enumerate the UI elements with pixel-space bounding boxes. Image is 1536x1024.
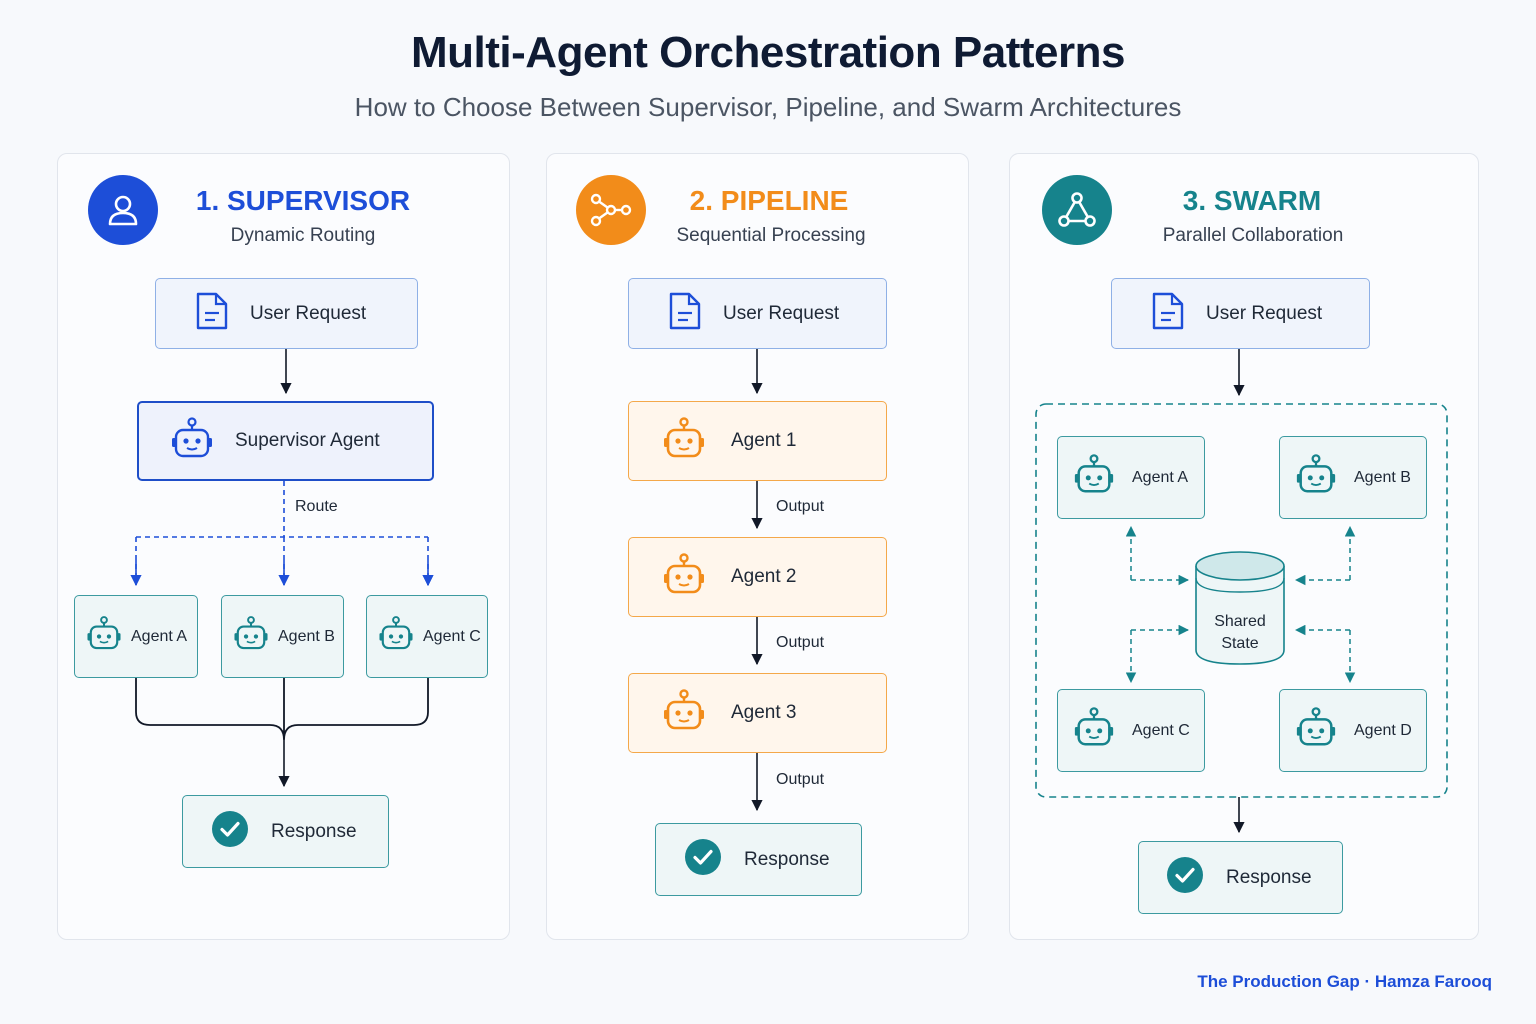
pipeline-title: 2. PIPELINE	[689, 185, 849, 216]
output-label: Output	[776, 498, 825, 515]
robot-icon	[1072, 453, 1116, 502]
agent-label: Agent C	[423, 627, 481, 645]
document-icon	[1150, 291, 1186, 336]
robot-icon	[169, 416, 215, 467]
shared-state-line-2: State	[1221, 635, 1259, 652]
supervisor-agent-label: Supervisor Agent	[235, 430, 380, 451]
pipeline-user-request-node: User Request	[628, 278, 887, 349]
pipeline-response-node: Response	[655, 823, 862, 896]
agent-label: Agent 2	[731, 566, 797, 587]
agent-label: Agent 3	[731, 702, 797, 723]
swarm-user-request-node: User Request	[1111, 278, 1370, 349]
user-icon	[88, 175, 158, 245]
response-label: Response	[1226, 866, 1312, 888]
pipeline-subtitle: Sequential Processing	[676, 225, 866, 246]
pipeline-agent-1-node: Agent 1	[628, 401, 887, 481]
supervisor-user-request-node: User Request	[155, 278, 418, 349]
agent-label: Agent A	[1132, 468, 1189, 486]
agent-label: Agent B	[1354, 468, 1411, 486]
swarm-agent-c-node: Agent C	[1057, 689, 1205, 772]
swarm-subtitle: Parallel Collaboration	[1162, 225, 1344, 246]
pipeline-agent-3-node: Agent 3	[628, 673, 887, 753]
robot-icon	[1294, 453, 1338, 502]
route-label: Route	[295, 498, 338, 515]
supervisor-agent-node: Supervisor Agent	[137, 401, 434, 481]
page-title: Multi-Agent Orchestration Patterns	[411, 28, 1125, 77]
supervisor-title: 1. SUPERVISOR	[195, 185, 411, 216]
robot-icon	[85, 614, 123, 659]
agent-label: Agent 1	[731, 430, 797, 451]
agent-label: Agent D	[1354, 721, 1412, 739]
agent-label: Agent C	[1132, 721, 1190, 739]
footer-credit: The Production Gap · Hamza Farooq	[1197, 972, 1492, 991]
swarm-agent-a-node: Agent A	[1057, 436, 1205, 519]
user-request-label: User Request	[723, 302, 840, 324]
check-circle-icon	[211, 810, 249, 853]
supervisor-agent-b-node: Agent B	[221, 595, 344, 678]
swarm-title: 3. SWARM	[1182, 185, 1322, 216]
supervisor-response-node: Response	[182, 795, 389, 868]
robot-icon	[661, 416, 707, 467]
robot-icon	[232, 614, 270, 659]
output-label: Output	[776, 634, 825, 651]
pipeline-agent-2-node: Agent 2	[628, 537, 887, 617]
route-dashed-lines	[135, 481, 428, 585]
robot-icon	[377, 614, 415, 659]
shared-state-label: Shared State	[1196, 611, 1284, 655]
agent-label: Agent B	[278, 627, 335, 645]
swarm-boundary	[1035, 403, 1448, 798]
page-subtitle: How to Choose Between Supervisor, Pipeli…	[354, 92, 1182, 122]
user-request-label: User Request	[250, 302, 367, 324]
document-icon	[194, 291, 230, 336]
robot-icon	[661, 552, 707, 603]
robot-icon	[1294, 706, 1338, 755]
shared-state-line-1: Shared	[1214, 613, 1266, 630]
user-request-label: User Request	[1206, 302, 1323, 324]
response-label: Response	[744, 848, 830, 870]
robot-icon	[1072, 706, 1116, 755]
response-label: Response	[271, 820, 357, 842]
output-label: Output	[776, 771, 825, 788]
merge-lines	[135, 678, 429, 741]
check-circle-icon	[1166, 856, 1204, 899]
supervisor-agent-c-node: Agent C	[366, 595, 488, 678]
swarm-agent-d-node: Agent D	[1279, 689, 1427, 772]
triangle-network-icon	[1042, 175, 1112, 245]
swarm-agent-b-node: Agent B	[1279, 436, 1427, 519]
supervisor-subtitle: Dynamic Routing	[230, 225, 376, 246]
document-icon	[667, 291, 703, 336]
supervisor-agent-a-node: Agent A	[74, 595, 198, 678]
robot-icon	[661, 688, 707, 739]
swarm-response-node: Response	[1138, 841, 1343, 914]
shared-state-database	[1195, 551, 1285, 665]
agent-label: Agent A	[131, 627, 188, 645]
pipeline-nodes-icon	[576, 175, 646, 245]
check-circle-icon	[684, 838, 722, 881]
